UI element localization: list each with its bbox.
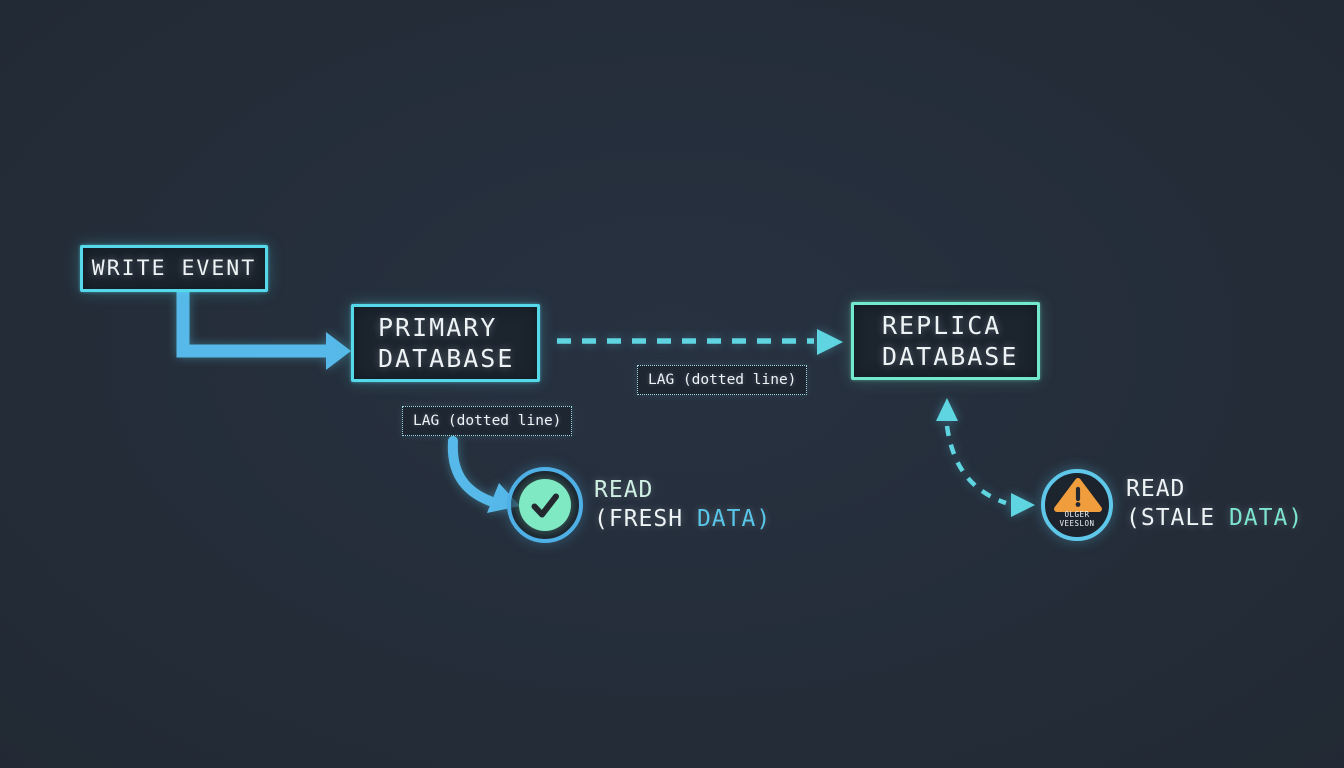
check-icon xyxy=(519,479,571,531)
warning-triangle-icon xyxy=(1054,478,1102,512)
arrowhead-right-icon xyxy=(1011,493,1035,517)
stale-badge-line1: OLGER xyxy=(1064,510,1090,519)
arrowhead-up-icon xyxy=(936,398,958,421)
replica-database-label-line1: REPLICA xyxy=(882,311,1002,340)
read-stale-line2-prefix: (STALE xyxy=(1126,505,1216,531)
write-event-node: WRITE EVENT xyxy=(80,245,268,292)
primary-database-label-line1: PRIMARY xyxy=(378,313,498,342)
write-event-label: WRITE EVENT xyxy=(91,256,257,281)
stale-read-indicator: OLGER VEESLON xyxy=(1041,469,1113,541)
primary-database-label-line2: DATABASE xyxy=(378,344,515,373)
read-fresh-line2-highlight: DATA) xyxy=(696,506,772,532)
write-to-primary-arrow xyxy=(176,292,351,370)
read-stale-line2-highlight: DATA) xyxy=(1228,505,1304,531)
lag-label-between-databases: LAG (dotted line) xyxy=(637,365,808,395)
primary-to-replica-dashed-arrow xyxy=(557,329,843,355)
lag-label-below-primary: LAG (dotted line) xyxy=(402,406,573,436)
read-fresh-line1: READ xyxy=(594,477,654,503)
replica-database-label-line2: DATABASE xyxy=(882,342,1019,371)
stale-badge-text: OLGER VEESLON xyxy=(1045,510,1109,528)
replica-to-stale-read-dashed-arrow xyxy=(936,398,1035,517)
read-fresh-line2-prefix: (FRESH xyxy=(594,506,684,532)
arrowhead-right-icon xyxy=(817,329,843,355)
replica-database-node: REPLICA DATABASE xyxy=(851,302,1040,380)
fresh-read-indicator xyxy=(507,467,583,543)
read-stale-line1: READ xyxy=(1126,476,1186,502)
arrowhead-right-icon xyxy=(326,332,351,370)
primary-database-node: PRIMARY DATABASE xyxy=(351,304,540,382)
stale-badge-line2: VEESLON xyxy=(1059,519,1095,528)
read-stale-text: READ (STALE DATA) xyxy=(1126,475,1303,533)
read-fresh-text: READ (FRESH DATA) xyxy=(594,476,771,534)
